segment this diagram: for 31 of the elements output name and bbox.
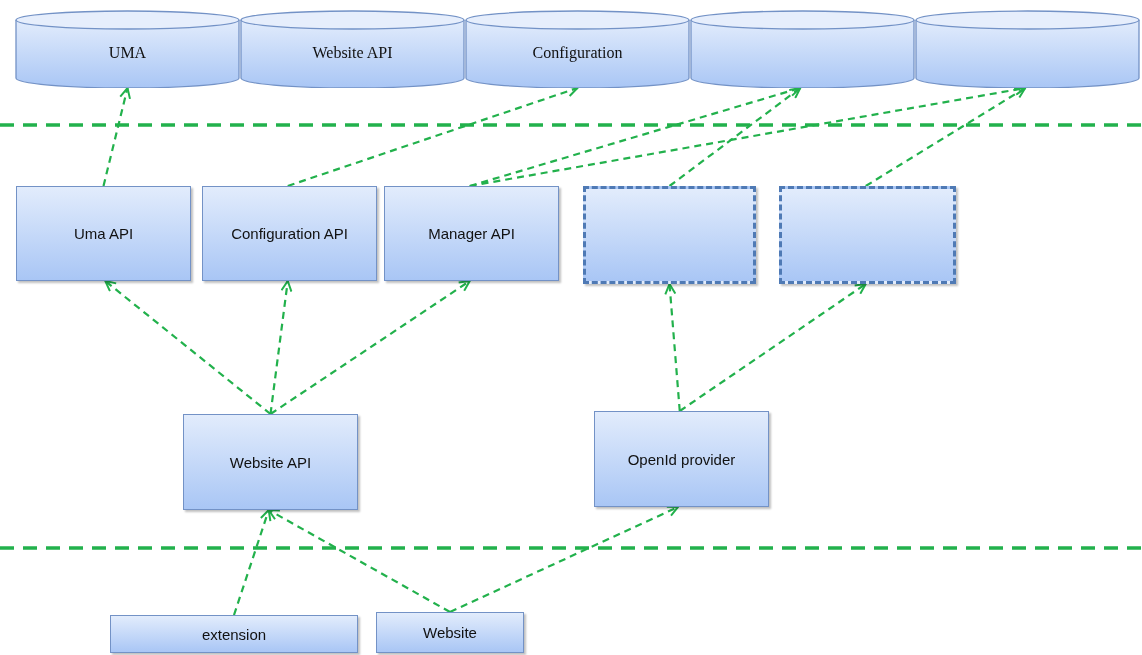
node-label: Configuration API (230, 225, 349, 242)
node-label: Manager API (427, 225, 516, 242)
arrow (104, 280, 272, 415)
node-label: Uma API (72, 225, 135, 242)
process-box (376, 612, 524, 653)
process-box (594, 411, 769, 507)
process-box (779, 186, 956, 284)
arrow (449, 505, 679, 613)
arrow (865, 87, 1027, 187)
node-label: Website (422, 624, 478, 641)
process-box (110, 615, 358, 653)
process-box (183, 414, 358, 510)
node-label: Website API (311, 44, 394, 62)
arrow (232, 509, 272, 616)
node-label: OpenId provider (626, 450, 737, 468)
arrow (267, 509, 451, 613)
arrow (664, 283, 681, 412)
node-label: Configuration (531, 44, 624, 62)
arrow (269, 280, 293, 415)
arrow (102, 87, 131, 187)
node-label: UMA (107, 44, 148, 62)
arrow (668, 87, 802, 187)
process-box (583, 186, 756, 284)
process-box (384, 186, 559, 281)
node-label: extension (200, 625, 268, 643)
node-label: Website API (228, 453, 313, 471)
arrow (679, 283, 867, 412)
arrow (287, 85, 579, 188)
process-box (16, 186, 191, 281)
arrow (269, 280, 471, 415)
process-box (202, 186, 377, 281)
